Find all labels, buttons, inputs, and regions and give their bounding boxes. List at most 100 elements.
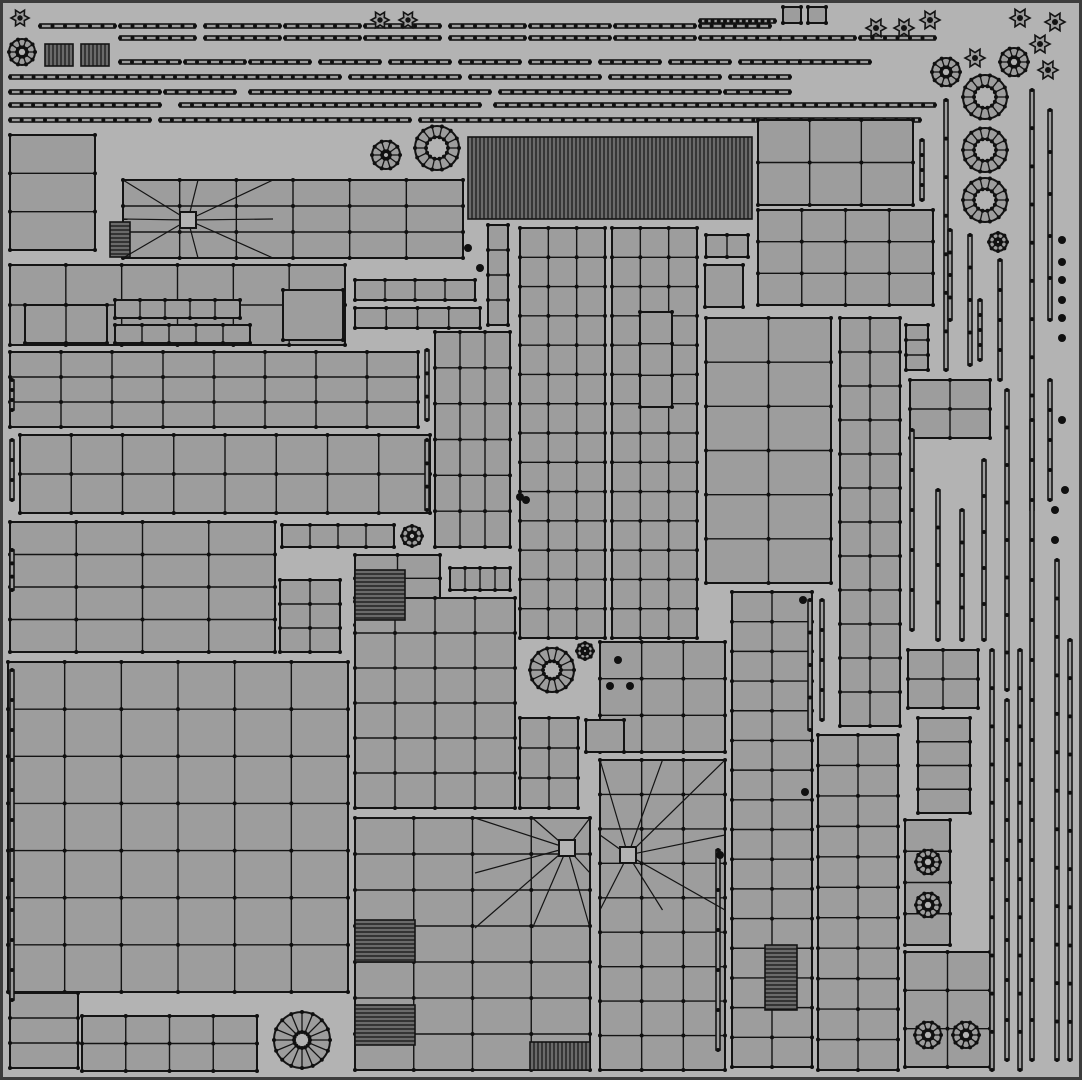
uv-vertex — [988, 378, 992, 382]
uv-vertex — [898, 418, 902, 422]
uv-vertex — [681, 1068, 686, 1072]
uv-vertex — [929, 871, 934, 876]
uv-vertex — [558, 664, 563, 669]
uv-edge — [627, 759, 726, 856]
uv-vertex — [770, 797, 774, 802]
uv-vertex — [994, 198, 998, 202]
uv-vertex — [478, 326, 482, 330]
uv-vertex — [985, 84, 990, 89]
uv-vertex — [810, 1035, 814, 1040]
uv-vertex — [518, 226, 522, 230]
uv-vertex — [958, 70, 962, 74]
uv-vertex — [598, 792, 602, 797]
uv-vertex — [274, 433, 279, 437]
uv-vertex — [473, 701, 477, 705]
uv-ring — [951, 1020, 981, 1050]
uv-vertex — [1048, 438, 1052, 442]
uv-vertex — [69, 511, 74, 515]
uv-strip-row — [248, 89, 492, 95]
uv-vertex — [238, 298, 242, 302]
uv-vertex — [948, 818, 952, 822]
uv-vertex — [110, 375, 114, 379]
uv-vertex — [978, 358, 982, 362]
uv-vertex — [768, 24, 772, 28]
uv-vertex — [171, 472, 176, 476]
uv-vertex — [859, 118, 864, 122]
uv-vertex — [363, 24, 367, 28]
uv-vertex — [620, 90, 625, 94]
uv-vertex — [1007, 46, 1012, 51]
uv-vertex — [518, 343, 522, 348]
uv-strip-column — [1004, 388, 1010, 692]
uv-vertex — [234, 256, 239, 260]
uv-vertex — [585, 36, 590, 40]
uv-strip-body — [669, 59, 731, 65]
uv-vertex — [518, 636, 522, 640]
uv-vertex — [906, 677, 910, 681]
uv-vertex — [228, 24, 232, 28]
uv-vertex — [1018, 686, 1022, 691]
uv-vertex — [552, 103, 557, 107]
uv-star-island — [1036, 59, 1060, 81]
uv-vertex — [1018, 648, 1022, 652]
uv-vertex — [473, 771, 477, 775]
uv-vertex — [766, 19, 771, 23]
uv-vertex — [234, 230, 239, 234]
uv-vertex — [666, 636, 671, 640]
uv-dense-border — [467, 136, 753, 220]
uv-vertex — [336, 523, 340, 527]
uv-vertex — [1005, 698, 1009, 702]
uv-vertex — [460, 36, 465, 40]
uv-vertex — [608, 90, 612, 94]
uv-vertex — [206, 520, 211, 524]
uv-vertex — [721, 24, 726, 28]
uv-vertex — [639, 640, 644, 644]
uv-vertex — [736, 90, 740, 94]
uv-vertex — [219, 60, 223, 64]
uv-vertex — [929, 914, 934, 919]
uv-vertex — [963, 104, 968, 109]
uv-vertex — [8, 171, 12, 176]
uv-vertex — [766, 404, 771, 409]
uv-vertex — [670, 341, 674, 346]
uv-vertex — [933, 36, 937, 40]
uv-vertex — [583, 641, 587, 645]
uv-vertex — [458, 473, 462, 478]
uv-vertex — [518, 313, 522, 318]
uv-strip-column — [424, 438, 430, 512]
uv-vertex — [945, 74, 950, 79]
uv-vertex — [571, 90, 576, 94]
uv-vertex — [806, 5, 810, 9]
uv-vertex — [729, 19, 734, 23]
uv-vertex — [518, 518, 522, 523]
uv-vertex — [766, 448, 771, 453]
uv-vertex — [334, 103, 338, 107]
uv-strip-body — [609, 74, 721, 80]
uv-vertex — [730, 738, 734, 743]
uv-vertex — [123, 1014, 128, 1018]
uv-strip-row — [528, 59, 592, 65]
uv-vertex — [358, 103, 362, 107]
uv-vertex — [821, 60, 826, 64]
uv-vertex — [75, 24, 80, 28]
uv-vertex — [955, 61, 960, 66]
uv-vertex — [668, 60, 672, 64]
uv-vertex — [608, 118, 613, 122]
uv-vertex — [647, 103, 652, 107]
uv-vertex — [810, 797, 814, 802]
uv-vertex — [470, 816, 475, 820]
uv-vertex — [448, 128, 453, 133]
uv-island-small — [584, 718, 626, 754]
uv-vertex — [990, 838, 994, 843]
uv-vertex — [300, 118, 305, 122]
uv-vertex — [574, 75, 579, 79]
uv-vertex — [624, 24, 629, 28]
uv-vertex — [1055, 596, 1059, 601]
uv-vertex — [536, 685, 541, 690]
uv-edge — [627, 834, 726, 856]
uv-strip-row — [118, 23, 197, 29]
uv-vertex — [810, 768, 814, 773]
uv-strip-row — [778, 35, 857, 41]
uv-vertex — [388, 166, 393, 171]
